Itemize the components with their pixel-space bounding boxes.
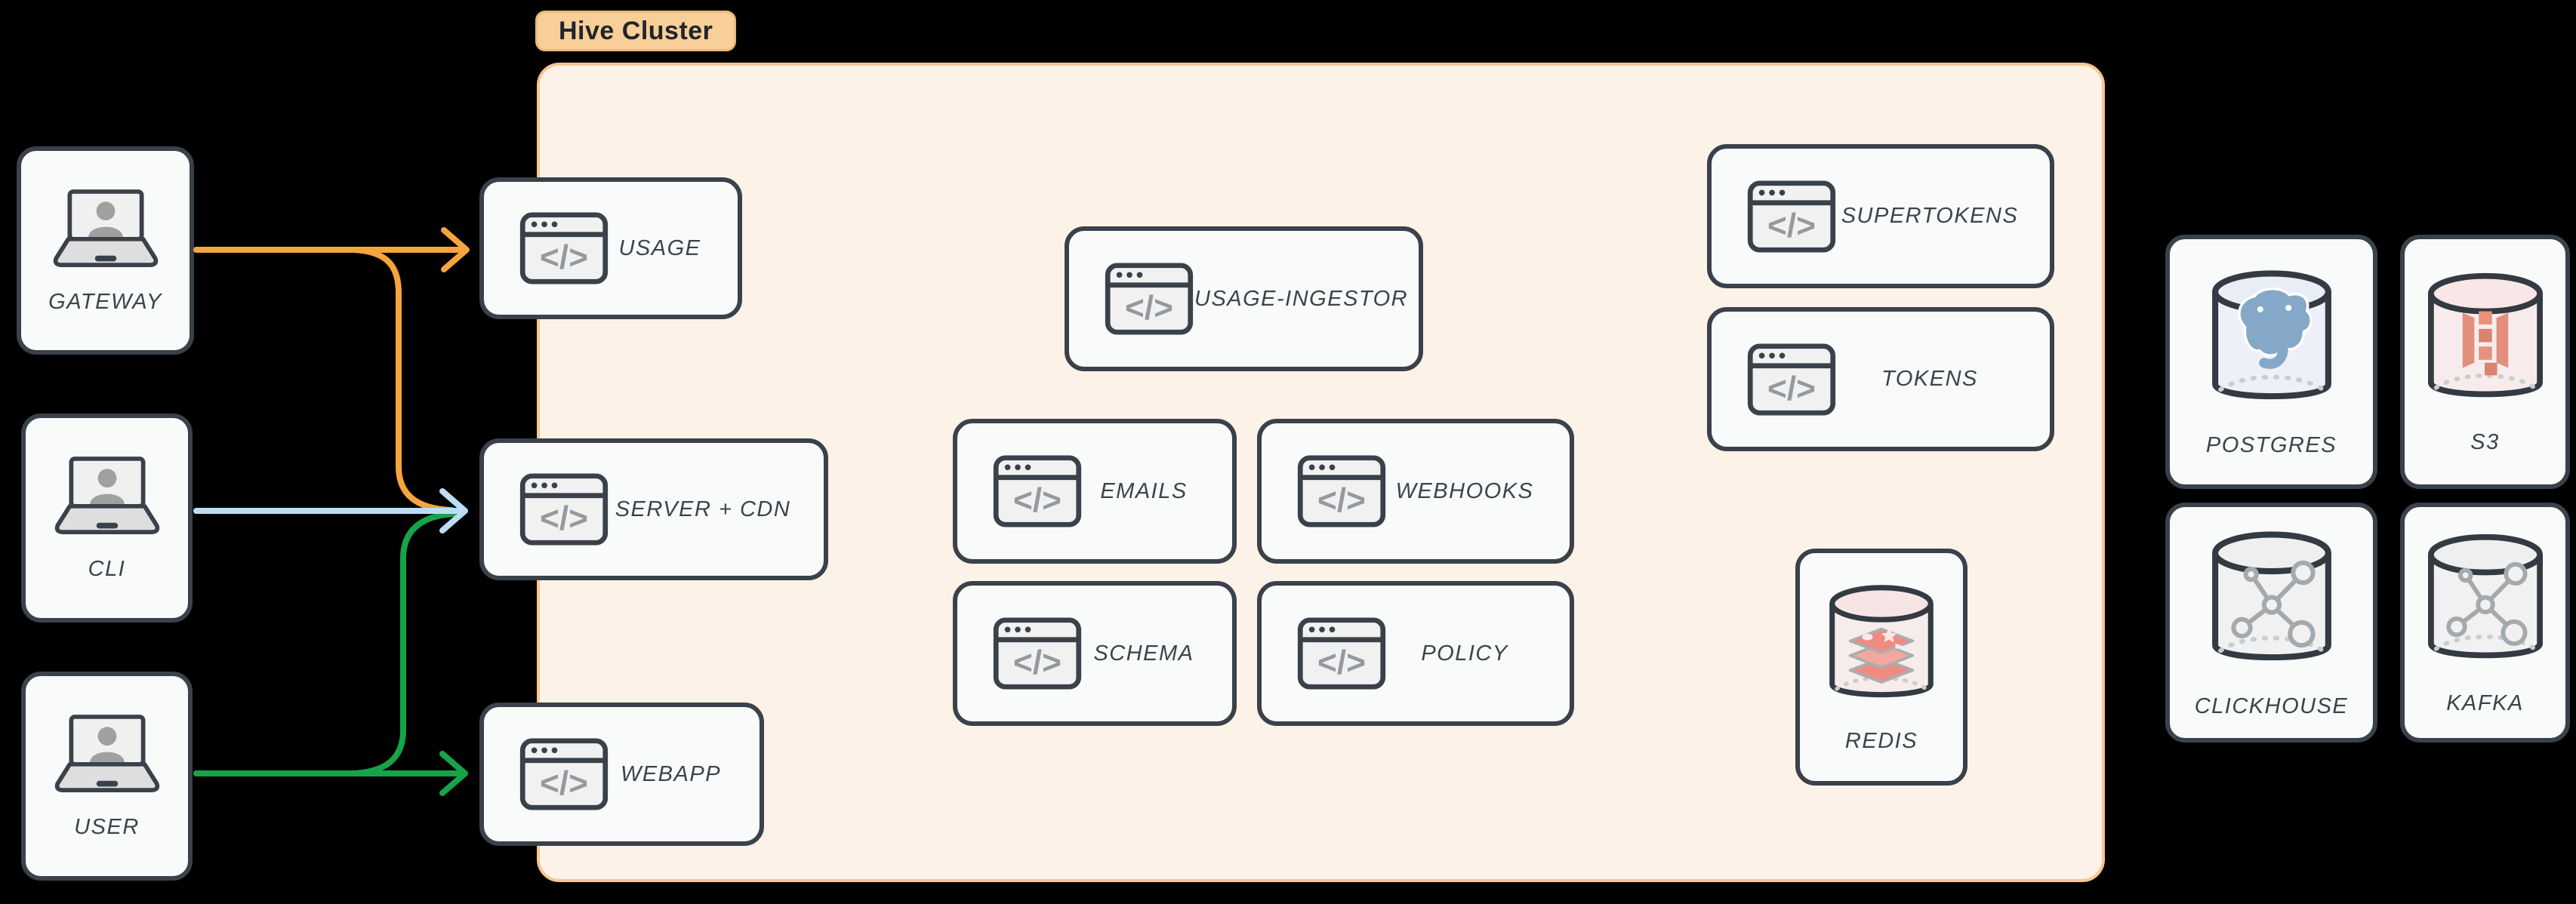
browser-window-code-icon bbox=[1746, 343, 1837, 417]
node-webhooks-label: WEBHOOKS bbox=[1395, 478, 1534, 503]
node-tokens-label: TOKENS bbox=[1881, 367, 1978, 391]
node-server-cdn-label: SERVER + CDN bbox=[615, 497, 791, 521]
node-user-label: USER bbox=[74, 815, 140, 839]
database-cylinder-s3-icon bbox=[2423, 269, 2548, 412]
node-webhooks: WEBHOOKS bbox=[1257, 419, 1574, 564]
browser-window-code-icon bbox=[1104, 262, 1194, 336]
laptop-user-icon bbox=[46, 454, 168, 537]
node-cli: CLI bbox=[21, 414, 193, 623]
database-cylinder-molecule-icon bbox=[2207, 527, 2337, 676]
database-cylinder-postgres-icon bbox=[2207, 266, 2337, 415]
node-clickhouse: CLICKHOUSE bbox=[2165, 503, 2377, 743]
browser-window-code-icon bbox=[992, 617, 1083, 690]
node-postgres: POSTGRES bbox=[2165, 235, 2377, 489]
edge-gateway-server-cdn bbox=[350, 247, 454, 513]
node-cli-label: CLI bbox=[88, 557, 126, 581]
browser-window-code-icon bbox=[1746, 180, 1837, 254]
node-usage-ingestor-label: USAGE-INGESTOR bbox=[1194, 286, 1409, 311]
node-usage-label: USAGE bbox=[618, 235, 701, 260]
node-supertokens: SUPERTOKENS bbox=[1707, 144, 2054, 288]
browser-window-code-icon bbox=[519, 472, 609, 546]
node-postgres-label: POSTGRES bbox=[2205, 433, 2337, 457]
node-gateway: GATEWAY bbox=[17, 146, 194, 355]
node-usage-ingestor: USAGE-INGESTOR bbox=[1065, 226, 1423, 371]
node-s3-label: S3 bbox=[2470, 430, 2500, 454]
edge-cli-server-cdn-arrowhead bbox=[439, 488, 468, 533]
browser-window-code-icon bbox=[519, 211, 609, 285]
laptop-user-icon bbox=[45, 187, 167, 270]
node-webapp-label: WEBAPP bbox=[620, 761, 722, 786]
node-gateway-label: GATEWAY bbox=[48, 289, 162, 314]
database-cylinder-molecule-icon bbox=[2423, 530, 2548, 673]
node-schema-label: SCHEMA bbox=[1093, 641, 1194, 666]
node-clickhouse-label: CLICKHOUSE bbox=[2194, 693, 2349, 718]
node-kafka-label: KAFKA bbox=[2446, 690, 2524, 715]
edge-user-server-cdn bbox=[350, 511, 456, 776]
node-tokens: TOKENS bbox=[1707, 307, 2054, 451]
node-s3: S3 bbox=[2400, 235, 2570, 489]
node-kafka: KAFKA bbox=[2400, 503, 2570, 743]
laptop-user-icon bbox=[46, 712, 168, 795]
node-emails-label: EMAILS bbox=[1100, 478, 1188, 503]
edge-gateway-usage-arrowhead bbox=[441, 227, 470, 272]
hive-cluster-badge-label: Hive Cluster bbox=[559, 16, 713, 45]
node-redis: REDIS bbox=[1795, 549, 1967, 786]
database-cylinder-redis-icon bbox=[1825, 581, 1938, 711]
node-usage: USAGE bbox=[479, 177, 742, 319]
hive-cluster-badge: Hive Cluster bbox=[535, 11, 737, 51]
node-schema: SCHEMA bbox=[953, 581, 1237, 726]
node-emails: EMAILS bbox=[953, 419, 1237, 564]
node-redis-label: REDIS bbox=[1844, 728, 1918, 753]
node-webapp: WEBAPP bbox=[479, 703, 764, 846]
node-user: USER bbox=[21, 672, 193, 881]
node-policy: POLICY bbox=[1257, 581, 1574, 726]
browser-window-code-icon bbox=[1296, 617, 1387, 690]
node-server-cdn: SERVER + CDN bbox=[479, 438, 828, 580]
browser-window-code-icon bbox=[1296, 454, 1387, 528]
node-supertokens-label: SUPERTOKENS bbox=[1841, 204, 2019, 228]
edge-user-webapp-arrowhead bbox=[439, 751, 468, 796]
browser-window-code-icon bbox=[992, 454, 1083, 528]
browser-window-code-icon bbox=[519, 737, 609, 811]
node-policy-label: POLICY bbox=[1421, 641, 1508, 666]
